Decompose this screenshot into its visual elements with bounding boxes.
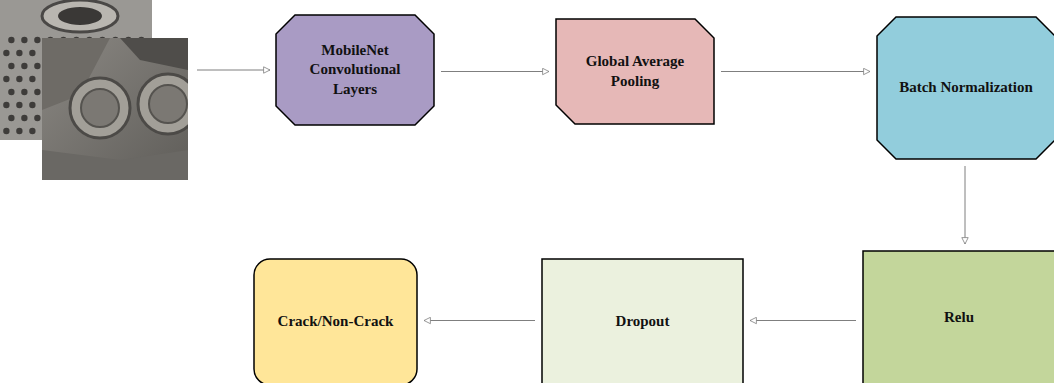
bolt-hole — [3, 128, 9, 134]
bolt-hole — [21, 115, 27, 121]
process-box: Relu — [862, 250, 1054, 383]
bolt-hole — [16, 102, 22, 108]
bolt-hole — [8, 37, 14, 43]
process-box: Dropout — [541, 258, 744, 383]
bolt-hole — [21, 63, 27, 69]
box-label: Dropout — [616, 312, 670, 332]
box-label: MobileNet Convolutional Layers — [289, 41, 421, 100]
process-box: Batch Normalization — [876, 16, 1054, 160]
front-photo — [42, 38, 188, 180]
bolt-hole — [29, 76, 35, 82]
box-outline — [555, 18, 715, 125]
flow-arrow — [441, 71, 549, 72]
bolt-hole — [8, 63, 14, 69]
bolt-hole — [3, 76, 9, 82]
input-arrow — [197, 70, 270, 71]
bolt-hole — [21, 89, 27, 95]
bolt-hole — [8, 115, 14, 121]
bolt-hole — [3, 50, 9, 56]
bolt-hole — [34, 63, 40, 69]
bolt-hole — [16, 76, 22, 82]
flow-arrow — [424, 320, 535, 321]
box-label: Relu — [944, 308, 974, 328]
bolt-hole — [16, 50, 22, 56]
output-box: Crack/Non-Crack — [253, 258, 418, 383]
bolt-hole — [29, 50, 35, 56]
process-box: MobileNet Convolutional Layers — [275, 14, 435, 126]
bolt-hole — [29, 128, 35, 134]
bolt-hole — [34, 115, 40, 121]
bolt-hole — [8, 89, 14, 95]
bolt-hole — [34, 89, 40, 95]
bolt-hole — [29, 102, 35, 108]
bolt-hole — [3, 102, 9, 108]
flow-arrow — [965, 166, 966, 244]
flow-arrow — [721, 71, 870, 72]
process-box: Global Average Pooling — [555, 18, 715, 125]
box-label: Batch Normalization — [899, 78, 1033, 98]
bolt-hole — [21, 37, 27, 43]
bolt-hole — [34, 37, 40, 43]
box-label: Crack/Non-Crack — [278, 312, 394, 332]
flow-arrow — [750, 320, 856, 321]
bolt-hole — [16, 128, 22, 134]
box-label: Global Average Pooling — [569, 52, 701, 91]
